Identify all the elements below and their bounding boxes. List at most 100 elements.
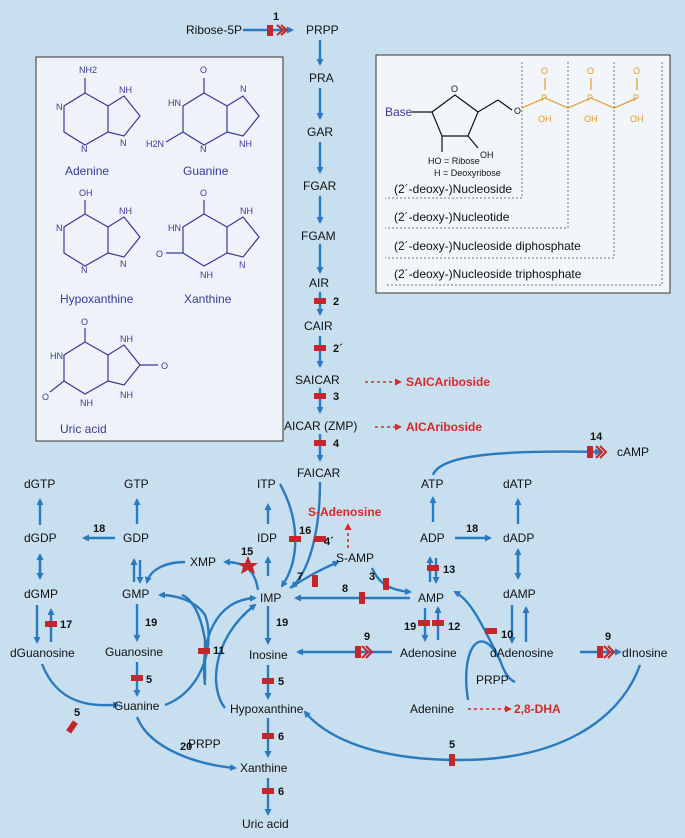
saicariboside: SAICAriboside — [406, 375, 490, 389]
s-adenosine: S-Adenosine — [308, 505, 382, 519]
adenine-structure: NH2 N N N NH Adenine — [56, 65, 141, 178]
enzyme-2-prime: 2´ — [333, 343, 343, 355]
side-products: SAICAriboside AICAriboside S-Adenosine 2… — [308, 375, 561, 716]
enzyme-9: 9 — [364, 631, 370, 643]
idp: IDP — [257, 531, 277, 545]
atom-label: N — [120, 138, 127, 148]
enzyme-14: 14 — [590, 431, 603, 443]
uric-acid-label: Uric acid — [60, 422, 107, 436]
phosphate-p: P — [587, 93, 593, 103]
phosphate-o: O — [633, 66, 640, 76]
enzyme-9b: 9 — [605, 631, 611, 643]
enzyme-15: 15 — [241, 546, 253, 558]
atom-label: NH — [120, 390, 133, 400]
metabolite-labels: Ribose-5P PRPP PRA GAR FGAR FGAM AIR CAI… — [10, 23, 668, 831]
atom-label: N — [239, 260, 246, 270]
atom-label: N — [120, 259, 127, 269]
guanosine: Guanosine — [105, 645, 163, 659]
prpp-bottom: PRPP — [188, 737, 221, 751]
xanthine: Xanthine — [240, 761, 288, 775]
enzyme-4: 4 — [333, 438, 340, 450]
phosphate-oh: OH — [538, 114, 552, 124]
hydroxyl-label: OH — [480, 150, 494, 160]
enzyme-18b: 18 — [466, 523, 478, 535]
dha: 2,8-DHA — [514, 702, 561, 716]
enzyme-10: 10 — [501, 629, 513, 641]
dinosine: dInosine — [622, 646, 668, 660]
phosphate-p: P — [633, 93, 639, 103]
enzyme-19b: 19 — [276, 617, 288, 629]
atom-label: NH — [120, 334, 133, 344]
base-structures-panel — [35, 56, 284, 442]
atom-label: O — [156, 249, 163, 259]
dgtp: dGTP — [24, 477, 55, 491]
enzyme-18: 18 — [93, 523, 105, 535]
xmp: XMP — [190, 555, 216, 569]
enzyme-8: 8 — [342, 583, 348, 595]
atom-label: HN — [168, 98, 181, 108]
saicar: SAICAR — [295, 373, 340, 387]
enzyme-16: 16 — [299, 525, 311, 537]
uric-acid: Uric acid — [242, 817, 289, 831]
dguanosine: dGuanosine — [10, 646, 75, 660]
dadenosine: dAdenosine — [490, 646, 554, 660]
atom-label: O — [81, 317, 88, 327]
xanthine-structure: O HN O NH N NH Xanthine — [156, 188, 260, 306]
adenine: Adenine — [410, 702, 454, 716]
enzyme-4-prime: 4´ — [324, 536, 334, 548]
row-triphosphate: (2´-deoxy-)Nucleoside triphosphate — [394, 267, 582, 281]
enzyme-12: 12 — [448, 621, 460, 633]
atom-label: H2N — [146, 139, 164, 149]
enzyme-3: 3 — [333, 391, 339, 403]
enzyme-markers — [45, 24, 616, 794]
dgmp: dGMP — [24, 587, 58, 601]
nucleoside-structure: Base O OH HO = Ribose H = Deoxyribose O … — [385, 62, 663, 286]
enzyme-5: 5 — [146, 674, 152, 686]
inosine: Inosine — [249, 648, 288, 662]
gar: GAR — [307, 125, 333, 139]
atom-label: NH — [239, 139, 252, 149]
uric-acid-structure: O HN O NH NH NH O Uric acid — [42, 317, 168, 436]
ribose-note: HO = Ribose — [428, 156, 480, 166]
xanthine-label: Xanthine — [184, 292, 232, 306]
phosphate-oh: OH — [584, 114, 598, 124]
damp: dAMP — [503, 587, 536, 601]
amp: AMP — [418, 591, 444, 605]
guanine: Guanine — [114, 699, 160, 713]
aicariboside: AICAriboside — [406, 420, 482, 434]
faicar: FAICAR — [297, 466, 341, 480]
atom-label: O — [200, 65, 207, 75]
ribose5p: Ribose-5P — [186, 23, 242, 37]
atom-label: O — [42, 392, 49, 402]
atom-label: O — [200, 188, 207, 198]
pra: PRA — [309, 71, 334, 85]
enzyme-5b: 5 — [278, 676, 284, 688]
enzyme-13: 13 — [443, 564, 455, 576]
ring-oxygen: O — [451, 84, 458, 94]
phosphate-o: O — [587, 66, 594, 76]
guanine-structure: O HN H2N N NH N Guanine — [146, 65, 260, 178]
deoxyribose-note: H = Deoxyribose — [434, 168, 501, 178]
base-label: Base — [385, 105, 413, 119]
fgam: FGAM — [301, 229, 336, 243]
enzyme-19c: 19 — [404, 621, 416, 633]
itp: ITP — [257, 477, 276, 491]
atom-label: NH — [119, 85, 132, 95]
enzyme-1: 1 — [273, 11, 279, 23]
fgar: FGAR — [303, 179, 337, 193]
enzyme-20: 20 — [180, 741, 192, 753]
cair: CAIR — [304, 319, 333, 333]
phosphate-o: O — [541, 66, 548, 76]
imp: IMP — [260, 591, 281, 605]
hypoxanthine: Hypoxanthine — [230, 702, 304, 716]
aicar: AICAR (ZMP) — [284, 419, 357, 433]
atom-label: NH — [200, 270, 213, 280]
enzyme-3b: 3 — [369, 571, 375, 583]
row-nucleoside: (2´-deoxy-)Nucleoside — [394, 182, 512, 196]
enzyme-5d: 5 — [449, 739, 455, 751]
enzyme-2: 2 — [333, 296, 339, 308]
enzyme-11: 11 — [213, 645, 225, 657]
atom-label: N — [81, 265, 88, 275]
